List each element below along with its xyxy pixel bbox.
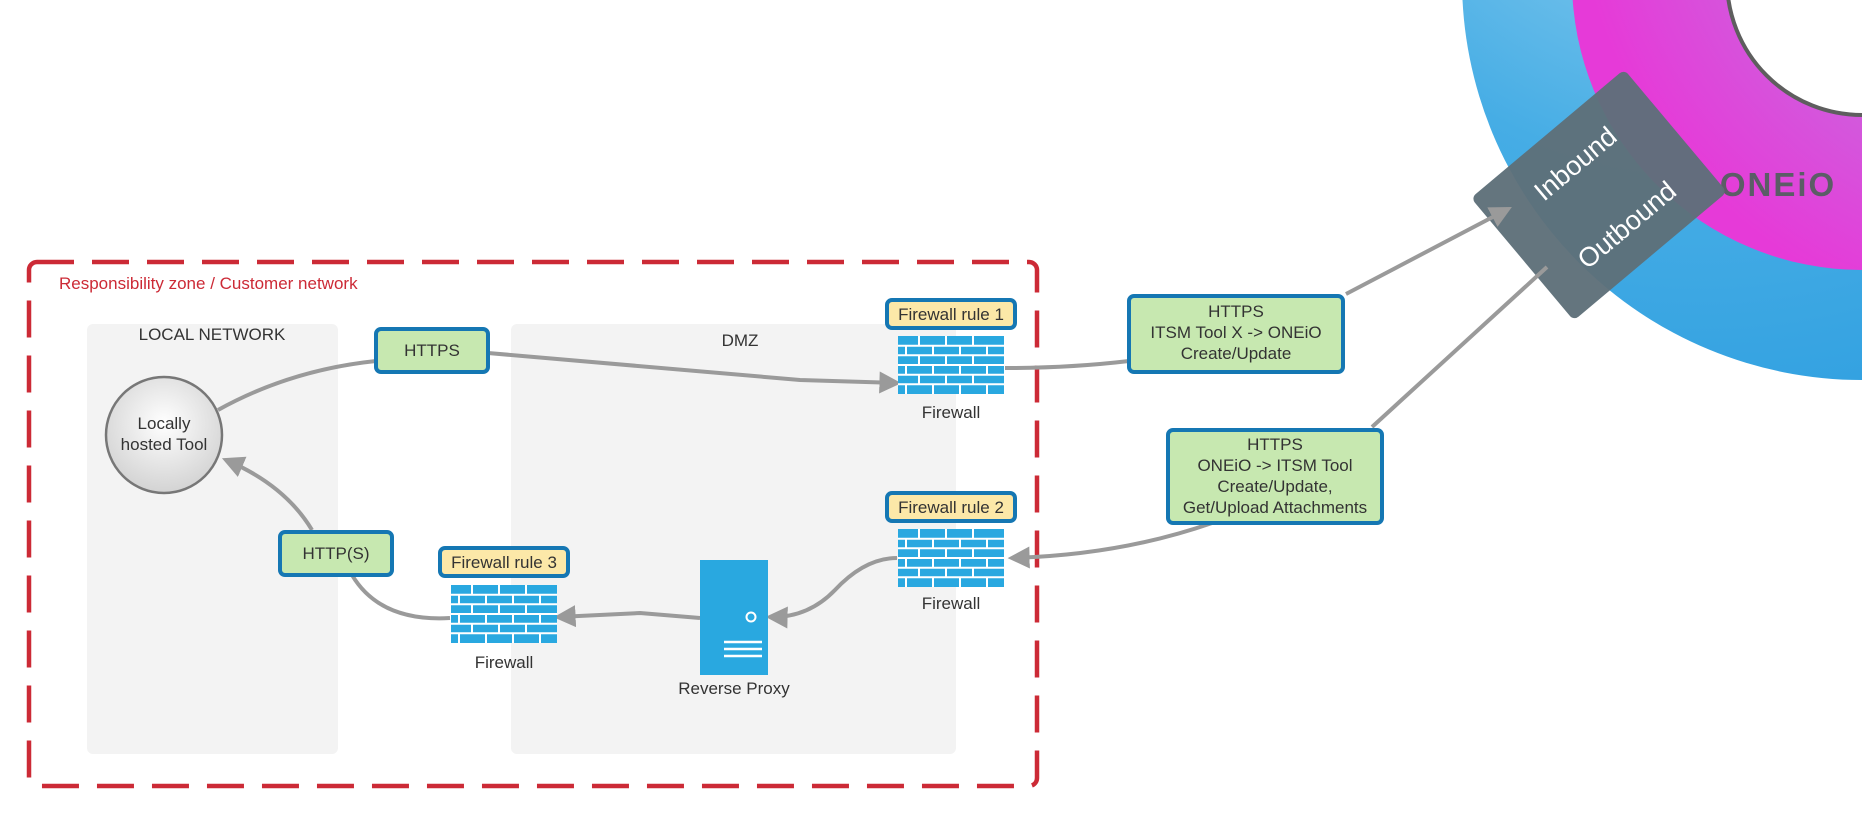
connector-firewall-3-to-https-s <box>350 573 451 621</box>
gateway-block <box>1473 71 1725 319</box>
firewall-rule-2-badge <box>885 491 1017 523</box>
oneio-ring: ONEiO Inbound Outbound <box>1462 0 1862 380</box>
firewall-2-icon <box>897 528 1005 588</box>
http-s-label-box <box>278 530 394 577</box>
connector-https-to-firewall-1 <box>487 351 902 394</box>
tool-circle <box>104 375 224 495</box>
firewall-rule-3-badge <box>438 546 570 578</box>
https-label-box <box>374 327 490 374</box>
firewall-1-caption: Firewall <box>922 403 981 422</box>
https-inbound-line3: Create/Update, <box>1217 477 1332 496</box>
firewall-rule-2-text: Firewall rule 2 <box>898 498 1004 517</box>
https-label-text: HTTPS <box>404 341 460 360</box>
firewall-rule-1-text: Firewall rule 1 <box>898 305 1004 324</box>
https-outbound-rect <box>1127 294 1345 374</box>
connector-firewall-1-to-box <box>1004 359 1130 370</box>
local-network-title: LOCAL NETWORK <box>139 325 286 344</box>
https-outbound-line1: HTTPS <box>1208 302 1264 321</box>
firewall-3-icon <box>450 584 558 644</box>
firewall-3[interactable]: Firewall rule 3 Firewall <box>438 546 570 672</box>
https-outbound-line3: Create/Update <box>1181 344 1292 363</box>
http-s-label[interactable]: HTTP(S) <box>278 530 394 577</box>
connector-tool-to-https <box>217 359 377 412</box>
oneio-logo: ONEiO <box>1720 166 1836 203</box>
responsibility-zone <box>26 259 1040 789</box>
firewall-rule-1-badge <box>885 298 1017 330</box>
https-inbound-line2: ONEiO -> ITSM Tool <box>1197 456 1352 475</box>
reverse-proxy-caption: Reverse Proxy <box>678 679 790 698</box>
firewall-2[interactable]: Firewall rule 2 Firewall <box>885 491 1017 613</box>
https-inbound-line1: HTTPS <box>1247 435 1303 454</box>
locally-hosted-tool[interactable]: Locally hosted Tool <box>104 375 224 495</box>
tool-label-line1: Locally <box>138 414 191 433</box>
https-label-local[interactable]: HTTPS <box>374 327 490 374</box>
https-inbound-line4: Get/Upload Attachments <box>1183 498 1367 517</box>
server-led <box>745 611 757 623</box>
firewall-rule-3-text: Firewall rule 3 <box>451 553 557 572</box>
firewall-3-caption: Firewall <box>475 653 534 672</box>
http-s-label-text: HTTP(S) <box>302 544 369 563</box>
dmz-title: DMZ <box>722 331 759 350</box>
connector-outbound-to-box <box>1370 265 1549 429</box>
server-icon <box>700 560 768 675</box>
connector-proxy-to-firewall-3 <box>553 605 701 628</box>
oneio-core <box>1726 0 1862 117</box>
https-inbound-box[interactable]: HTTPS ONEiO -> ITSM Tool Create/Update, … <box>1166 428 1384 525</box>
firewall-1[interactable]: Firewall rule 1 Firewall <box>885 298 1017 422</box>
reverse-proxy[interactable]: Reverse Proxy <box>678 560 790 698</box>
dmz-area <box>511 324 956 754</box>
connector-box-to-inbound <box>1345 206 1512 296</box>
tool-label-line2: hosted Tool <box>121 435 208 454</box>
https-outbound-line2: ITSM Tool X -> ONEiO <box>1150 323 1321 342</box>
connectors <box>217 206 1549 629</box>
firewall-1-icon <box>897 335 1005 395</box>
connector-box-to-firewall-2 <box>1007 521 1213 569</box>
https-inbound-rect <box>1166 428 1384 525</box>
https-outbound-box[interactable]: HTTPS ITSM Tool X -> ONEiO Create/Update <box>1127 294 1345 374</box>
connector-https-s-to-tool <box>221 456 314 532</box>
connector-firewall-2-to-proxy <box>765 556 898 629</box>
zone-label: Responsibility zone / Customer network <box>59 274 358 293</box>
firewall-2-caption: Firewall <box>922 594 981 613</box>
